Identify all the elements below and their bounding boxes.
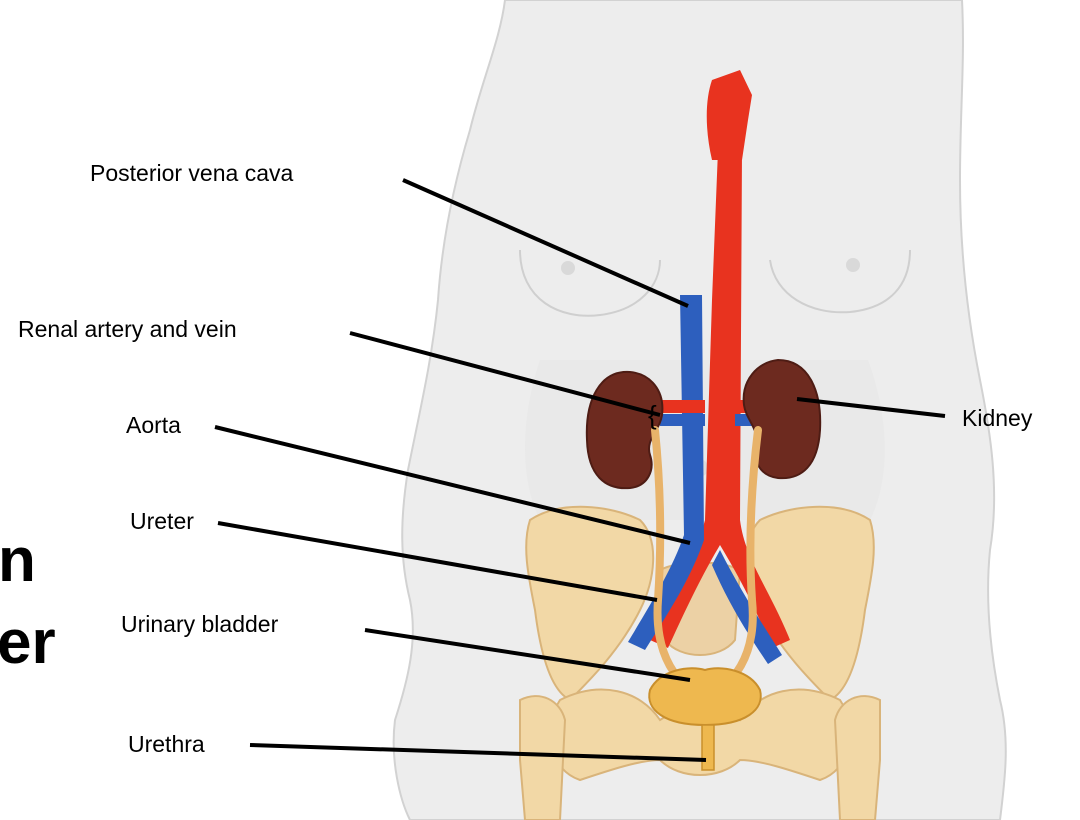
label-urethra: Urethra	[128, 733, 205, 756]
renal-bracket: {	[648, 400, 657, 430]
label-posterior-vena-cava: Posterior vena cava	[90, 162, 293, 185]
left-nipple	[561, 261, 575, 275]
label-urinary-bladder: Urinary bladder	[121, 613, 278, 636]
cropped-title-line1: n	[0, 530, 36, 592]
waist-shading	[525, 360, 885, 520]
cropped-title-line2: er	[0, 612, 56, 674]
right-nipple	[846, 258, 860, 272]
left-femur	[520, 696, 565, 820]
label-aorta: Aorta	[126, 414, 181, 437]
label-kidney: Kidney	[962, 407, 1032, 430]
right-femur	[835, 696, 880, 820]
renal-vessel-left	[660, 400, 705, 413]
label-ureter: Ureter	[130, 510, 194, 533]
label-renal-artery-vein: Renal artery and vein	[18, 318, 237, 341]
urethra	[702, 725, 714, 770]
renal-vein-left	[660, 414, 705, 426]
